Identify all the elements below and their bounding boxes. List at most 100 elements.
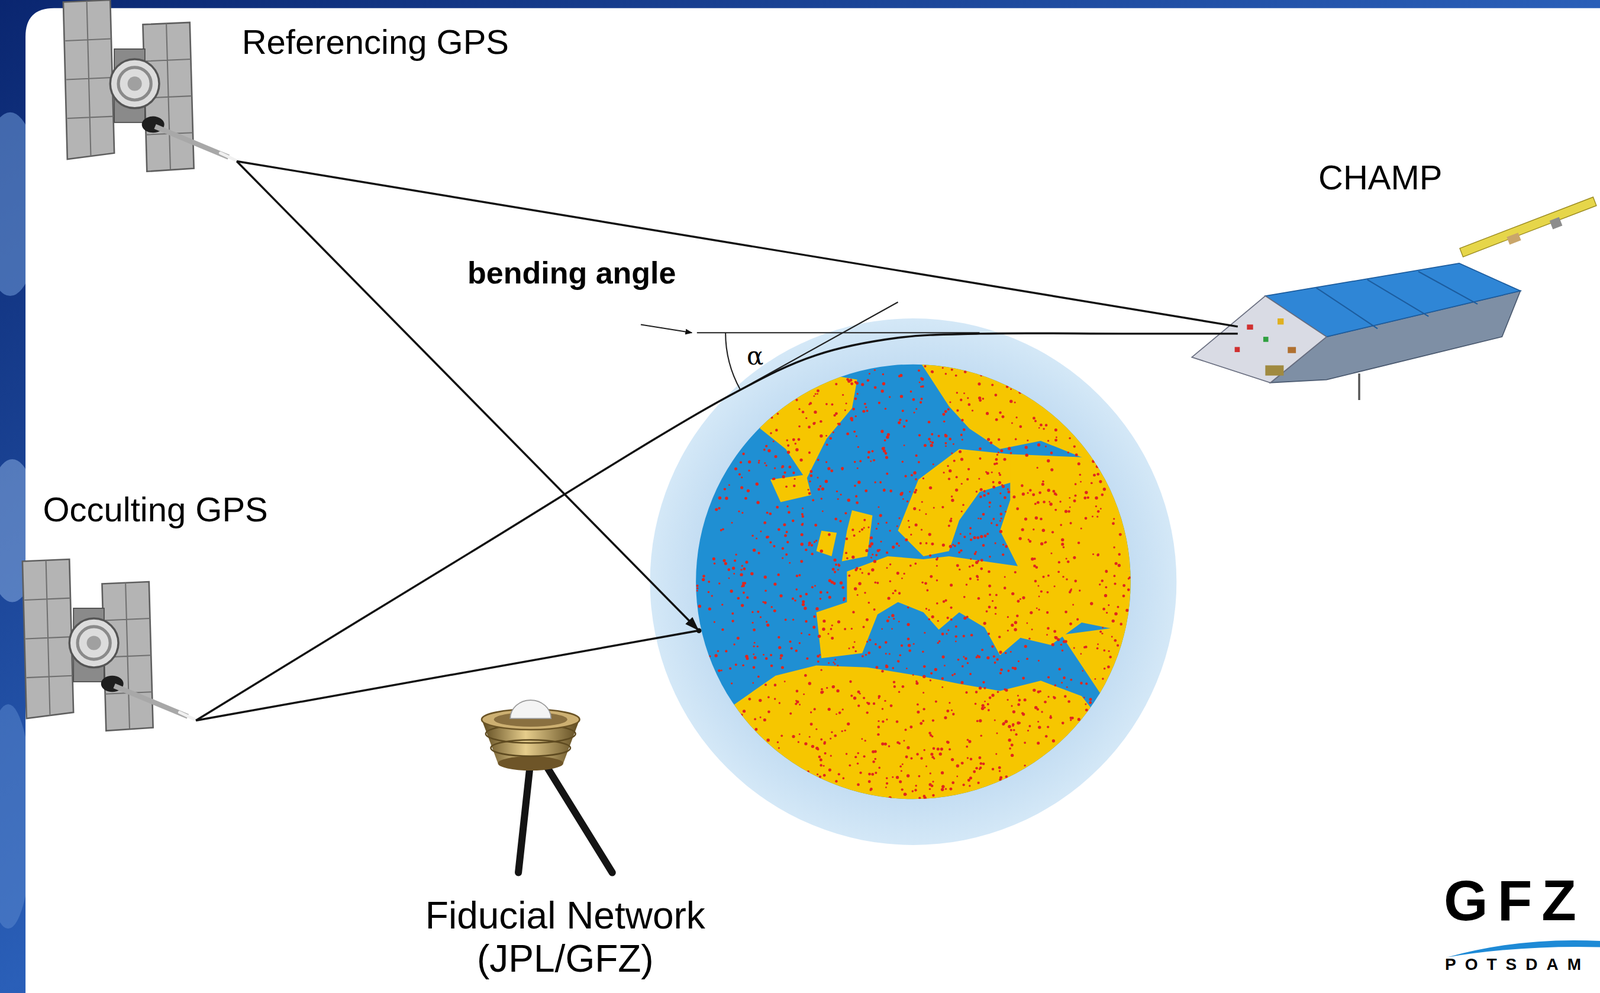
station-dots-part bbox=[963, 392, 966, 395]
station-dots-part bbox=[984, 534, 987, 538]
station-dots-part bbox=[832, 661, 835, 664]
station-dots-part bbox=[785, 485, 788, 488]
station-dots-part bbox=[914, 478, 918, 481]
station-dots-part bbox=[804, 548, 808, 551]
station-dots-part bbox=[826, 443, 829, 447]
station-dots-part bbox=[763, 601, 767, 605]
station-dots-part bbox=[1030, 557, 1034, 561]
station-dots-part bbox=[1036, 466, 1039, 469]
station-dots-part bbox=[936, 747, 940, 751]
station-dots-part bbox=[906, 746, 910, 750]
station-dots-part bbox=[795, 574, 799, 577]
station-dots-part bbox=[721, 603, 724, 606]
station-dots-part bbox=[853, 586, 858, 591]
station-dots-part bbox=[756, 501, 760, 505]
station-dots-part bbox=[1069, 716, 1072, 719]
station-dots-part bbox=[968, 739, 972, 743]
station-dots-part bbox=[1017, 698, 1021, 702]
station-dots-part bbox=[828, 768, 832, 772]
station-dots-part bbox=[987, 570, 991, 574]
station-dots-part bbox=[1034, 705, 1038, 709]
station-dots-part bbox=[782, 475, 786, 479]
station-dots-part bbox=[723, 487, 727, 490]
station-dots-part bbox=[901, 577, 903, 580]
station-dots-part bbox=[1065, 578, 1069, 581]
station-dots-part bbox=[882, 488, 886, 492]
station-dots-part bbox=[853, 430, 856, 433]
station-dots-part bbox=[1073, 647, 1076, 650]
station-dots-part bbox=[840, 493, 843, 496]
station-dots-part bbox=[702, 574, 706, 578]
station-dots-part bbox=[863, 527, 866, 529]
station-dots-part bbox=[1114, 611, 1118, 615]
station-dots-part bbox=[931, 780, 934, 783]
station-dots-part bbox=[928, 788, 931, 790]
station-dots-part bbox=[931, 718, 935, 722]
station-dots-part bbox=[1113, 517, 1115, 520]
station-dots-part bbox=[880, 540, 883, 543]
earth-part-part bbox=[898, 449, 1021, 557]
station-dots-part bbox=[1101, 579, 1104, 582]
station-dots-part bbox=[1026, 439, 1029, 442]
station-dots-part bbox=[772, 544, 776, 548]
station-dots-part bbox=[987, 708, 990, 712]
station-dots-part bbox=[929, 575, 933, 579]
station-dots-part bbox=[1047, 675, 1050, 679]
station-dots-part bbox=[1010, 728, 1013, 732]
station-dots-part bbox=[1108, 650, 1111, 653]
station-dots-part bbox=[800, 559, 803, 563]
station-dots-part bbox=[962, 634, 966, 638]
station-dots-part bbox=[918, 509, 921, 512]
station-dots-part bbox=[798, 573, 801, 577]
station-dots-part bbox=[841, 730, 844, 732]
station-dots-part bbox=[857, 446, 860, 448]
station-dots-part bbox=[808, 480, 812, 483]
station-dots-part bbox=[963, 370, 967, 374]
station-dots-part bbox=[914, 788, 917, 792]
station-dots-part bbox=[907, 637, 911, 641]
station-dots-part bbox=[999, 520, 1002, 522]
station-dots-part bbox=[815, 539, 818, 542]
station-dots-part bbox=[773, 467, 776, 470]
station-dots-part bbox=[854, 650, 857, 653]
champ-satellite: CHAMP bbox=[1237, 219, 1592, 399]
station-dots-part bbox=[891, 614, 895, 618]
station-dots-part bbox=[808, 541, 812, 545]
station-dots-part bbox=[820, 497, 823, 500]
satellite-label: Referencing GPS bbox=[242, 22, 509, 63]
ground-network: Fiducial Network (JPL/GFZ) bbox=[387, 894, 743, 984]
station-dots-part bbox=[921, 581, 924, 584]
referencing-gps-drawing bbox=[63, 0, 236, 172]
station-dots-part bbox=[854, 381, 857, 384]
network-label: Fiducial Network (JPL/GFZ) bbox=[387, 894, 743, 982]
station-dots-part bbox=[1083, 496, 1087, 500]
station-dots-part bbox=[788, 640, 792, 643]
station-dots-part bbox=[813, 421, 816, 424]
station-dots-part bbox=[842, 708, 844, 711]
station-dots-part bbox=[753, 656, 757, 660]
station-dots-part bbox=[982, 543, 986, 547]
station-dots-part bbox=[857, 704, 860, 708]
station-dots-part bbox=[1004, 544, 1008, 548]
station-dots-part bbox=[1125, 608, 1129, 612]
station-dots-part bbox=[944, 444, 947, 447]
station-dots-part bbox=[923, 631, 926, 634]
station-dots-part bbox=[834, 563, 838, 566]
station-dots-part bbox=[781, 465, 785, 469]
station-dots-part bbox=[878, 401, 881, 405]
station-dots-part bbox=[999, 504, 1002, 508]
station-dots-part bbox=[1011, 592, 1015, 596]
station-dots-part bbox=[898, 620, 900, 623]
station-dots-part bbox=[1104, 594, 1108, 598]
station-dots-part bbox=[1043, 700, 1047, 704]
station-dots-part bbox=[997, 691, 1000, 694]
station-dots-part bbox=[823, 773, 827, 777]
station-dots-part bbox=[827, 632, 829, 635]
station-dots-part bbox=[942, 413, 945, 416]
station-dots-part bbox=[769, 540, 772, 544]
station-dots-part bbox=[865, 653, 867, 656]
station-dots-part bbox=[1079, 473, 1082, 476]
satellite-label: Occulting GPS bbox=[42, 489, 268, 530]
station-dots-part bbox=[763, 718, 767, 722]
